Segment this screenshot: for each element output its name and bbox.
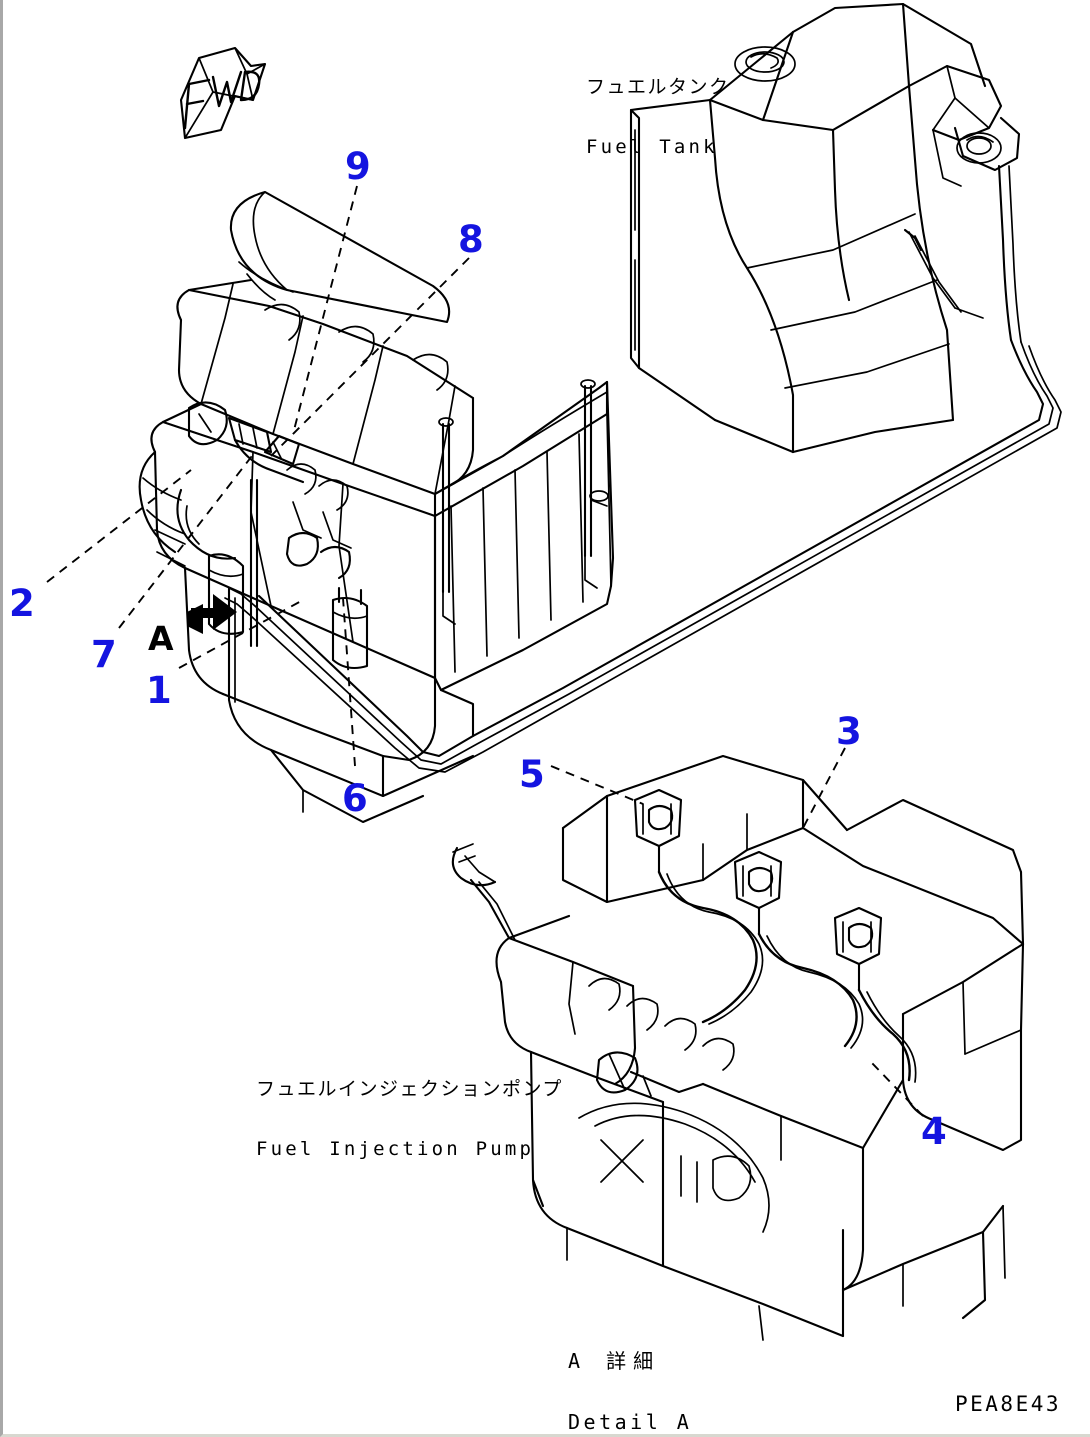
fuel-tank-caption-en: Fuel Tank <box>586 135 718 158</box>
leader-line-7 <box>118 451 256 629</box>
callout-number-8: 8 <box>458 218 484 261</box>
fuel-tank-drawing <box>629 2 1022 454</box>
section-arrow-icon <box>187 594 237 634</box>
drawing-number: PEA8E43 <box>955 1392 1062 1416</box>
fuel-piping-lines <box>224 338 1062 773</box>
fuel-tank-caption-jp: フュエルタンク <box>586 75 730 98</box>
callout-number-1: 1 <box>146 669 172 712</box>
callout-number-7: 7 <box>91 633 117 676</box>
callout-number-5: 5 <box>519 753 545 796</box>
fuel-tank-caption: フュエルタンク Fuel Tank <box>586 38 730 196</box>
detail-a-injection-pump-drawing <box>451 754 1025 1341</box>
detail-a-caption-jp: A 詳細 <box>568 1348 661 1373</box>
section-view-marker-a: A <box>148 619 174 658</box>
leader-line-2 <box>46 469 192 583</box>
callout-number-4: 4 <box>921 1110 947 1153</box>
fuel-injection-pump-caption: フュエルインジェクションポンプ Fuel Injection Pump <box>256 1040 563 1198</box>
engine-assembly-drawing <box>138 190 615 824</box>
callout-leader-lines <box>46 185 924 1117</box>
callout-number-9: 9 <box>345 145 371 188</box>
detail-a-caption-en: Detail A <box>568 1410 693 1435</box>
fuel-injection-pump-caption-jp: フュエルインジェクションポンプ <box>256 1077 563 1100</box>
fwd-arrow-icon <box>179 46 267 140</box>
diagram-artboard: .ln { fill:none; stroke:#000; stroke-wid… <box>46 2 1062 1341</box>
leader-line-5 <box>550 765 644 805</box>
callout-number-2: 2 <box>9 582 35 625</box>
leader-line-1 <box>178 599 304 669</box>
leader-line-4 <box>870 1061 924 1117</box>
leader-line-6 <box>342 597 356 767</box>
callout-number-3: 3 <box>836 710 862 753</box>
leader-line-9 <box>292 185 358 435</box>
detail-a-caption: A 詳細 Detail A <box>568 1312 693 1435</box>
fuel-injection-pump-caption-en: Fuel Injection Pump <box>256 1137 535 1160</box>
callout-number-6: 6 <box>342 777 368 820</box>
